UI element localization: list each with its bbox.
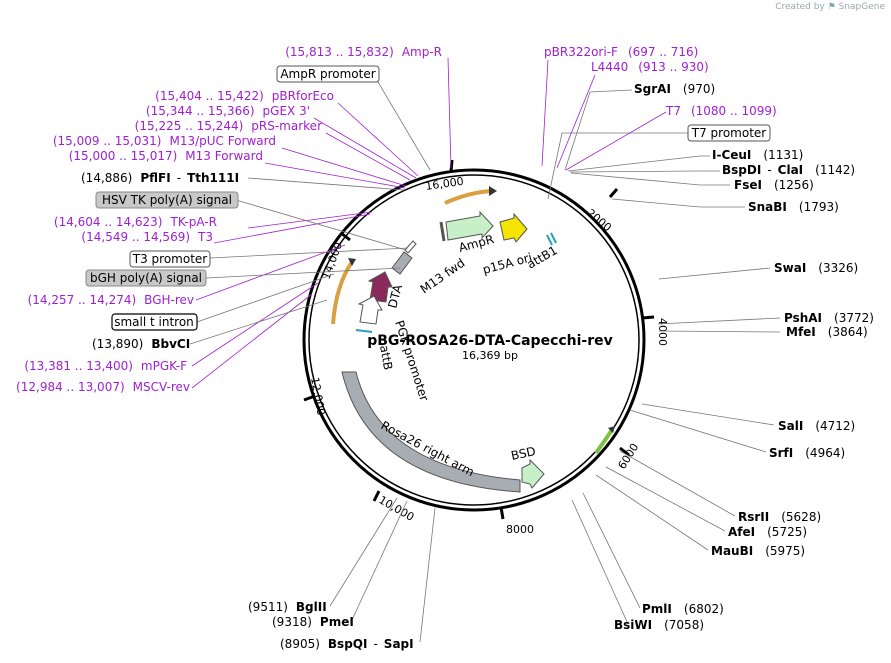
label-attb: attB	[377, 344, 395, 371]
tick-6000: 6000	[616, 441, 642, 472]
primer-m13-puc-forward: (15,009 .. 15,031)M13/pUC Forward	[53, 134, 276, 148]
enzyme-sali: SalI(4712)	[778, 419, 855, 433]
primer-l4440: L4440(913 .. 930)	[591, 60, 709, 74]
enzyme-srfi: SrfI(4964)	[769, 446, 845, 460]
box-ampr-promoter	[276, 65, 380, 83]
label-dta: DTA	[385, 282, 405, 309]
enzyme-rsrii: RsrII(5628)	[738, 510, 821, 524]
tick-4000: 4000	[656, 318, 669, 346]
primer-mscv-rev: (12,984 .. 13,007)MSCV-rev	[16, 380, 190, 394]
leader-lines-left	[189, 81, 431, 345]
enzyme-swai: SwaI(3326)	[774, 261, 858, 275]
enzyme-fsei: FseI(1256)	[734, 178, 814, 192]
dta-feature	[367, 271, 393, 303]
enzyme-maubi: MauBI(5975)	[711, 544, 805, 558]
enzyme-bglii: (9511)BglII	[248, 600, 327, 614]
primer-pbr322ori-f: pBR322ori-F(697 .. 716)	[544, 45, 698, 59]
enzyme-snabi: SnaBI(1793)	[748, 200, 839, 214]
box-t7-promoter	[687, 124, 771, 142]
attb-feature	[355, 329, 373, 333]
enzyme-pmli: PmlI(6802)	[642, 602, 724, 616]
pgk-promoter-feature	[357, 295, 383, 325]
enzyme-i-ceui: I-CeuI(1131)	[712, 148, 803, 162]
label-p15a: p15A ori	[481, 250, 533, 277]
box-hsv-tk-polya	[95, 191, 239, 209]
orf-arrow-right	[608, 426, 615, 433]
orf-arrow-top	[489, 186, 497, 196]
box-label-t3-promoter: T3 promoter	[132, 252, 208, 266]
primer-pbrforeco: (15,404 .. 15,422)pBRforEco	[155, 89, 334, 103]
rosa26-right-arm-feature	[341, 371, 521, 493]
enzyme-mfei: MfeI(3864)	[786, 325, 868, 339]
m13-site	[439, 221, 446, 242]
tick-8000: 8000	[506, 523, 534, 536]
box-label-small-t-intron: small t intron	[114, 315, 194, 329]
enzyme-pflfi-tth111i: (14,886)PflFI-Tth111I	[81, 171, 239, 185]
enzyme-pshai: PshAI(3772)	[784, 311, 874, 325]
enzyme-bbvci: (13,890)BbvCI	[92, 337, 190, 351]
leader-lines-primers-right	[541, 59, 667, 171]
enzyme-pmei: (9318)PmeI	[272, 615, 354, 629]
orf-arc-left	[331, 260, 354, 325]
primer-prs-marker: (15,225 .. 15,244)pRS-marker	[135, 119, 322, 133]
enzyme-bspdi-clai: BspDI-ClaI(1142)	[722, 163, 855, 177]
label-bsd: BSD	[510, 444, 537, 463]
label-attb1: attB1	[525, 243, 560, 271]
box-small-t-intron	[111, 313, 198, 331]
backbone-inner	[308, 174, 640, 506]
enzyme-bsiwi: BsiWI(7058)	[614, 618, 704, 632]
enzyme-bspqi-sapi: (8905)BspQI-SapI	[280, 637, 414, 651]
snapgene-credit: Created by ⚑ SnapGene	[775, 2, 885, 12]
primer-t7: T7(1080 .. 1099)	[665, 104, 777, 118]
box-t3-promoter	[129, 250, 211, 268]
orf-arc-right	[594, 428, 614, 455]
label-m13fwd: M13 fwd	[418, 256, 468, 297]
primer-mpgk-f: (13,381 .. 13,400)mPGK-F	[24, 359, 187, 373]
plasmid-name: pBG-ROSA26-DTA-Capecchi-rev	[367, 333, 613, 349]
major-ticks	[303, 159, 655, 520]
p15a-ori-feature	[499, 212, 528, 243]
box-bgh-polya	[85, 269, 207, 287]
plasmid-size: 16,369 bp	[462, 349, 518, 362]
leader-lines-bottom	[329, 497, 436, 643]
tick-16000: 16,000	[425, 175, 465, 193]
box-label-t7-promoter: T7 promoter	[691, 126, 767, 140]
hsv-tk-polya-feature	[391, 251, 413, 275]
t3-promoter-feature	[404, 240, 417, 254]
primer-m13-forward: (15,000 .. 15,017)M13 Forward	[69, 149, 263, 163]
primer-pgex3: (15,344 .. 15,366)pGEX 3'	[146, 104, 310, 118]
orf-arrow-left	[348, 258, 356, 266]
box-label-hsv-tk-polya: HSV TK poly(A) signal	[102, 193, 232, 207]
attb1-feature	[546, 232, 557, 246]
bsd-feature	[521, 458, 545, 489]
ampr-feature	[445, 210, 494, 241]
primer-bgh-rev: (14,257 .. 14,274)BGH-rev	[28, 293, 194, 307]
backbone-outer	[302, 168, 646, 512]
primer-t3: (14,549 .. 14,569)T3	[81, 230, 213, 244]
box-label-bgh-polya: bGH poly(A) signal	[90, 271, 202, 285]
enzyme-afei: AfeI(5725)	[728, 525, 807, 539]
primer-tk-pa-r: (14,604 .. 14,623)TK-pA-R	[54, 215, 217, 229]
leader-lines-primers-left	[191, 57, 452, 389]
leader-lines-right	[547, 89, 781, 625]
orf-arc-top	[444, 189, 493, 205]
label-pgk: PGK promoter	[392, 319, 431, 403]
primer-amp-r: (15,813 .. 15,832)Amp-R	[285, 45, 442, 59]
enzyme-sgrai: SgrAI(970)	[634, 82, 715, 96]
box-label-ampr-promoter: AmpR promoter	[280, 67, 375, 81]
